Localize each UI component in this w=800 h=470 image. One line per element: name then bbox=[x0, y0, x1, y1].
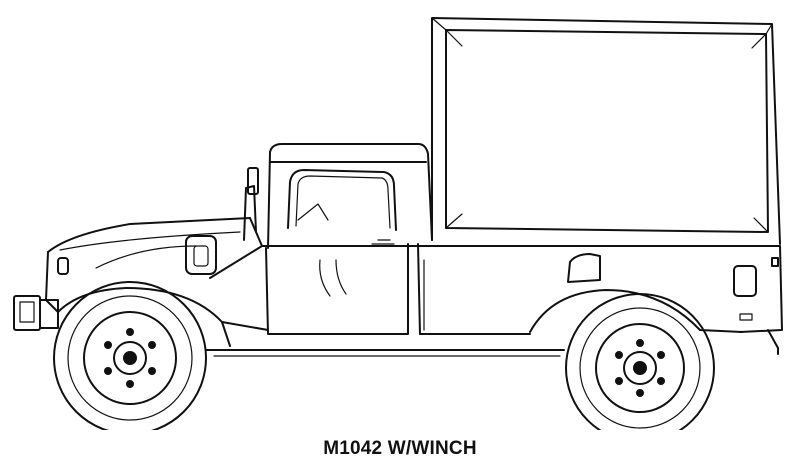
body-side bbox=[261, 239, 783, 355]
figure-caption: M1042 W/WINCH bbox=[323, 438, 477, 459]
door-window bbox=[287, 169, 397, 231]
cargo-shelter bbox=[431, 17, 781, 245]
rear-fender bbox=[419, 289, 743, 335]
rear-wheel bbox=[565, 293, 715, 430]
hood-front bbox=[45, 217, 263, 313]
front-wheel bbox=[53, 281, 207, 430]
cab-top bbox=[267, 143, 433, 249]
front-fender bbox=[57, 287, 269, 347]
vehicle-line-drawing bbox=[13, 17, 783, 430]
side-mirror bbox=[243, 167, 259, 241]
undercarriage bbox=[205, 349, 565, 357]
front-bumper-winch bbox=[13, 295, 59, 331]
